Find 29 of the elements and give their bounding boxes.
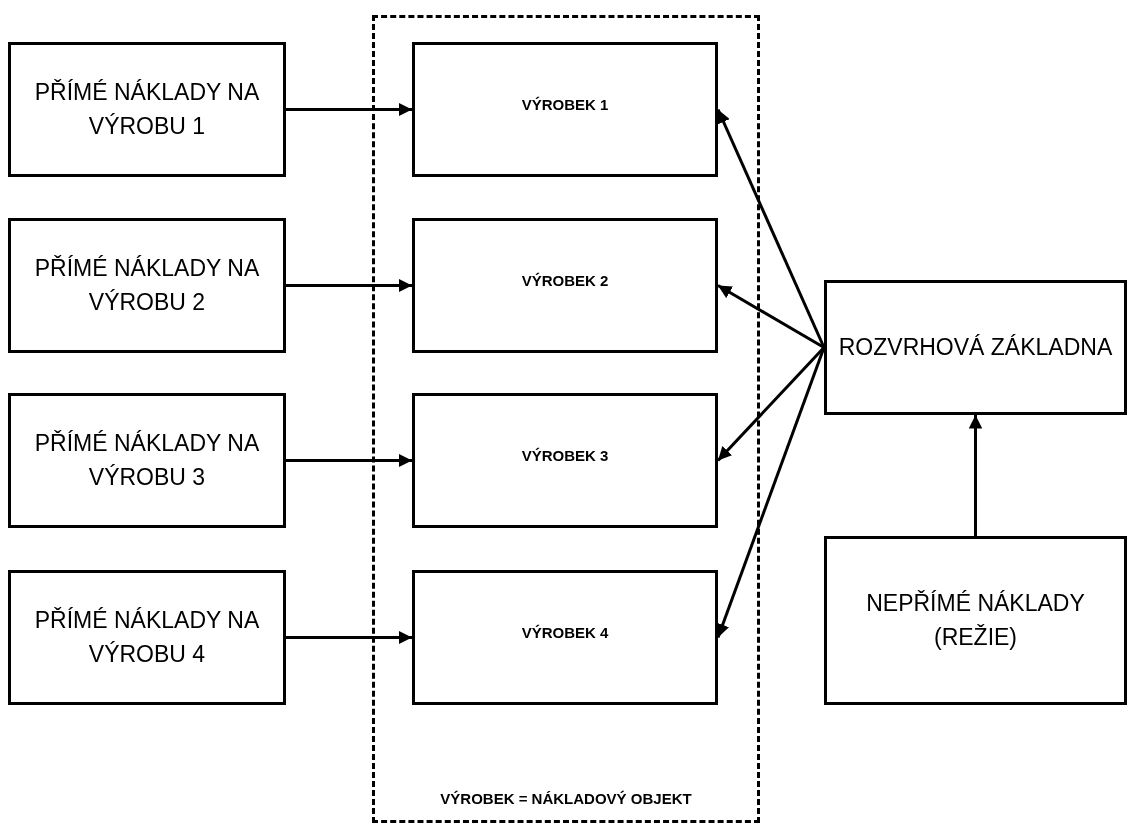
box-label: PŘÍMÉ NÁKLADY NA VÝROBU 2 (33, 254, 261, 317)
box-label: VÝROBEK 2 (520, 270, 610, 291)
box-label: PŘÍMÉ NÁKLADY NA VÝROBU 1 (33, 78, 261, 141)
process-box (824, 280, 1127, 415)
box-label: PŘÍMÉ NÁKLADY NA VÝROBU 4 (33, 606, 261, 669)
box-label: ROZVRHOVÁ ZÁKLADNA (837, 332, 1114, 362)
process-box (8, 218, 286, 353)
process-box (8, 570, 286, 705)
arrow (716, 347, 826, 638)
arrow (286, 453, 412, 468)
process-box (8, 393, 286, 528)
dashed-group-frame (372, 15, 760, 823)
arrow (286, 102, 412, 117)
group-label: VÝROBEK = NÁKLADOVÝ OBJEKT (439, 789, 693, 810)
box-label: VÝROBEK 3 (520, 445, 610, 466)
arrow (286, 278, 412, 293)
process-box (412, 42, 718, 177)
box-label: PŘÍMÉ NÁKLADY NA VÝROBU 3 (33, 429, 261, 492)
process-box (824, 536, 1127, 705)
process-box (8, 42, 286, 177)
box-label: NEPŘÍMÉ NÁKLADY (REŽIE) (865, 589, 1086, 652)
arrow (968, 415, 983, 536)
box-label: VÝROBEK 4 (520, 622, 610, 643)
process-box (412, 218, 718, 353)
process-box (412, 570, 718, 705)
arrow (717, 284, 825, 349)
box-label: VÝROBEK 1 (520, 94, 610, 115)
arrow (286, 630, 412, 645)
process-box (412, 393, 718, 528)
